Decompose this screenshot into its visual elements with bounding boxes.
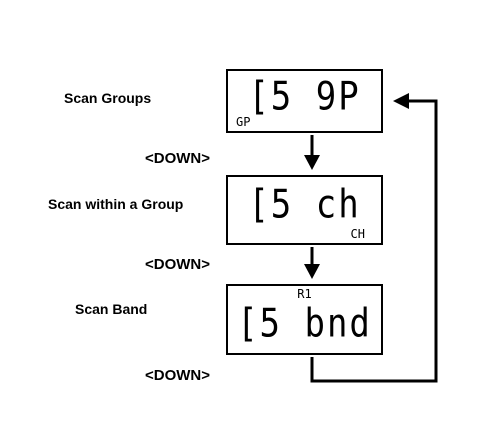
down-arrow-1 bbox=[304, 135, 320, 170]
down-arrow-2 bbox=[304, 247, 320, 279]
loop-back-arrow bbox=[312, 93, 436, 381]
